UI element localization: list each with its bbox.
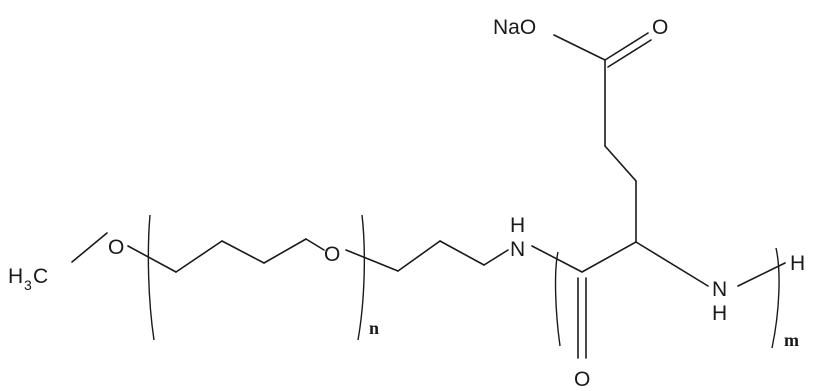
bond-carbonyl-alpha	[581, 241, 637, 273]
bond-ethyl-1	[397, 240, 441, 272]
bond-peg-o2	[305, 238, 325, 251]
bond-ethyl-2	[439, 240, 485, 266]
bond-peg-3	[263, 238, 307, 264]
bond-carboxyl-o-b	[607, 39, 652, 68]
ether-oxygen-2: O	[324, 243, 340, 266]
bracket-peg-right	[357, 214, 366, 341]
repeat-subscript-m: m	[784, 330, 799, 350]
bond-alpha-side-2	[604, 145, 637, 182]
bracket-peg-left	[147, 214, 155, 341]
carbonyl-oxygen: O	[574, 368, 590, 391]
methyl-c: C	[33, 265, 48, 288]
bond-o1-c	[127, 245, 177, 273]
bond-ch3-o1	[71, 232, 108, 263]
bracket-glu-left	[554, 251, 561, 347]
repeat-brackets	[147, 214, 780, 349]
repeat-subscript-n: n	[369, 318, 379, 338]
bond-peg-2	[221, 240, 265, 264]
bond-carboxyl-ona	[553, 34, 606, 61]
bracket-glu-right	[771, 247, 780, 349]
methyl-sub: 3	[24, 277, 32, 293]
amide-h: H	[510, 214, 525, 237]
methyl-h: H	[8, 265, 23, 288]
amide-n: N	[510, 238, 525, 261]
bond-skeleton	[71, 32, 786, 359]
carboxyl-oxygen: O	[652, 16, 668, 39]
bond-o2-c	[345, 249, 399, 272]
sodium-carboxylate: NaO	[493, 16, 536, 39]
ether-oxygen-1: O	[108, 236, 124, 259]
bond-carboxyl-o-a	[604, 32, 649, 61]
end-hydrogen: H	[790, 252, 805, 275]
bond-c-n1	[483, 249, 509, 266]
atom-labels: H 3 C O O H N O NaO O N H H n m	[8, 16, 805, 391]
bond-n2-end	[737, 262, 786, 287]
bond-alpha-n2	[635, 241, 709, 287]
terminal-h: H	[712, 302, 727, 325]
terminal-n: N	[712, 278, 727, 301]
bond-peg-1	[175, 240, 223, 273]
